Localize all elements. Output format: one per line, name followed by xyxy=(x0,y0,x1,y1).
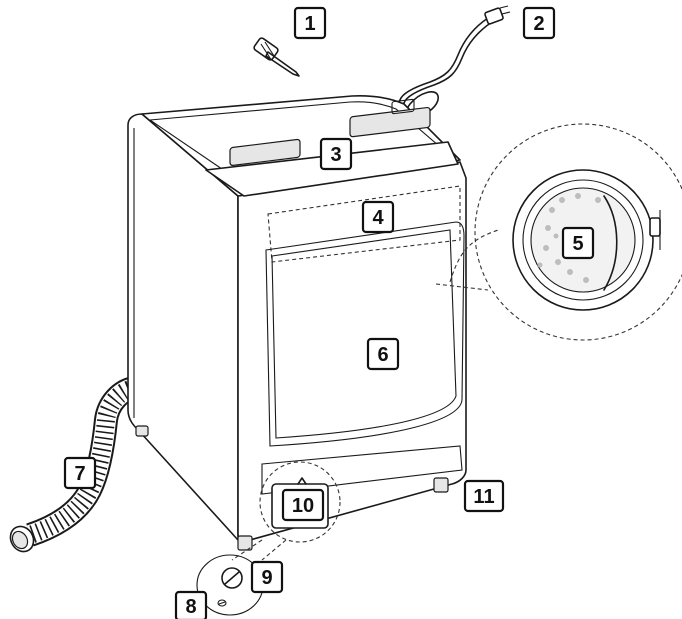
svg-text:6: 6 xyxy=(377,344,388,366)
callout-11: 11 xyxy=(463,479,505,513)
power-cord-illustration xyxy=(391,5,511,135)
cabinet-illustration xyxy=(127,95,467,551)
svg-text:7: 7 xyxy=(74,463,85,485)
drum-magnifier-illustration xyxy=(435,123,682,341)
svg-text:1: 1 xyxy=(304,13,315,35)
svg-text:4: 4 xyxy=(372,207,384,229)
svg-text:2: 2 xyxy=(533,13,544,35)
callout-4: 4 xyxy=(361,200,395,234)
callout-6: 6 xyxy=(366,337,400,371)
callout-1: 1 xyxy=(293,6,327,40)
svg-text:5: 5 xyxy=(572,233,583,255)
svg-text:3: 3 xyxy=(330,144,341,166)
svg-text:11: 11 xyxy=(473,486,494,508)
callout-2: 2 xyxy=(522,6,556,40)
svg-text:9: 9 xyxy=(261,567,272,589)
svg-text:10: 10 xyxy=(292,495,314,517)
hose-connector-illustration xyxy=(253,37,300,77)
callout-10: 10 xyxy=(281,488,325,522)
callout-5: 5 xyxy=(561,226,595,260)
svg-text:8: 8 xyxy=(185,596,196,618)
callout-8: 8 xyxy=(174,590,208,619)
callout-7: 7 xyxy=(63,456,97,490)
callout-3: 3 xyxy=(319,137,353,171)
callout-9: 9 xyxy=(250,560,284,594)
drum-perforations xyxy=(537,193,601,283)
drain-hose-illustration xyxy=(9,376,138,553)
